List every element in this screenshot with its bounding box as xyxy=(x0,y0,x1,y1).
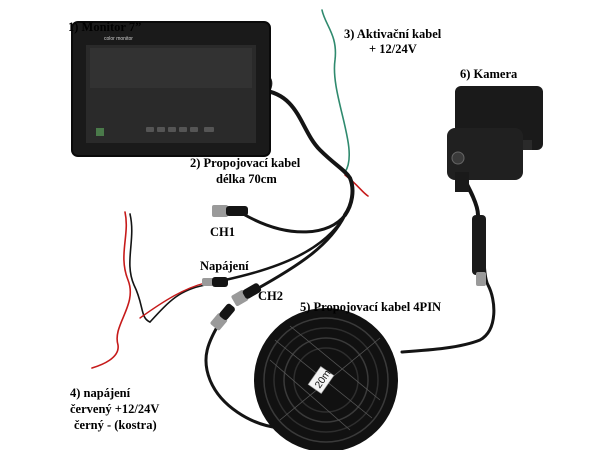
ch1-connector xyxy=(212,205,248,217)
cable-4pin-plug-ch2-side xyxy=(210,303,235,331)
label-trigger-cable: 3) Aktivační kabel xyxy=(344,27,442,41)
label-power-connector: Napájení xyxy=(200,259,249,273)
label-power-red: červený +12/24V xyxy=(70,402,159,416)
monitor: color monitor xyxy=(71,21,273,157)
label-link-cable-length: délka 70cm xyxy=(216,172,277,186)
label-power: 4) napájení xyxy=(70,386,131,400)
label-trigger-cable-voltage: + 12/24V xyxy=(369,42,417,56)
label-power-black: černý - (kostra) xyxy=(74,418,157,432)
ch1-branch xyxy=(243,213,347,234)
camera-body xyxy=(447,128,523,180)
camera-lens xyxy=(451,151,465,165)
cable-coil-20m: 20m xyxy=(254,308,398,450)
cables xyxy=(91,9,496,430)
label-monitor: 1) Monitor 7” xyxy=(68,20,141,34)
power-connector xyxy=(202,277,228,287)
link-cable-70cm xyxy=(260,88,355,217)
labels: 1) Monitor 7” 3) Aktivační kabel + 12/24… xyxy=(68,20,518,432)
camera xyxy=(447,86,543,192)
cable-4pin-plug-camera-side xyxy=(472,215,486,286)
power-branch xyxy=(223,213,347,282)
monitor-buttons xyxy=(146,127,214,132)
label-cable-4pin: 5) Propojovací kabel 4PIN xyxy=(300,300,441,314)
ch2-connector xyxy=(231,283,262,306)
label-camera: 6) Kamera xyxy=(460,67,518,81)
label-link-cable: 2) Propojovací kabel xyxy=(190,156,301,170)
monitor-screen-glare xyxy=(90,48,252,88)
label-trigger-cable-line1: 3) Aktivační kabel xyxy=(344,27,442,41)
connectors xyxy=(202,205,486,331)
camera-stub xyxy=(455,172,469,192)
trigger-wire-green xyxy=(321,9,350,173)
power-wire-red xyxy=(91,211,131,369)
label-ch2: CH2 xyxy=(258,289,283,303)
monitor-brand-text: color monitor xyxy=(104,36,133,42)
power-wire-red-join xyxy=(139,282,206,319)
power-wire-join xyxy=(149,284,206,323)
cable-4pin-ch2-side xyxy=(204,316,282,430)
power-wire-black xyxy=(129,213,151,323)
monitor-logo-badge xyxy=(96,128,104,136)
label-ch1: CH1 xyxy=(210,225,235,239)
